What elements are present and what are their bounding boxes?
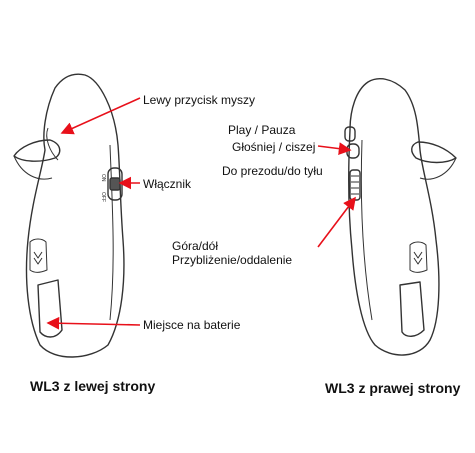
label-battery: Miejsce na baterie [143,318,241,332]
scroll-wheel [349,169,361,201]
battery-latch-arrow [33,251,43,265]
switch-on-mark: ON [100,174,106,182]
caption-left-side: WL3 z lewej strony [30,378,156,394]
right-battery-cover [399,281,425,337]
battery-latch [29,238,48,273]
label-up-down: Góra/dół [172,239,219,253]
caption-right-side: WL3 z prawej strony [325,380,461,396]
arrow-battery [46,316,141,330]
left-device-trigger-groove [46,127,59,161]
left-device-seam [109,144,114,321]
scroll-wheel-ridges [351,175,359,195]
switch-off-mark: OFF [100,192,106,202]
power-switch-knob [109,177,121,191]
label-zoom: Przybliżenie/oddalenie [172,253,293,267]
play-pause-button [344,126,356,142]
right-battery-latch [409,241,428,273]
label-power-switch: Włącznik [143,177,192,191]
label-volume: Głośniej / ciszej [232,140,316,154]
left-device-trigger-lower [13,155,53,180]
left-device-body [25,73,125,358]
callout-arrows [46,97,356,330]
arrow-left-button [60,97,141,135]
left-device: ON OFF [13,73,125,358]
right-device-body [348,78,440,356]
label-play-pause: Play / Pauza [228,123,296,137]
battery-cover [37,279,63,338]
right-battery-latch-arrow [413,251,423,265]
right-device-trigger-lower [419,157,457,180]
right-device-trigger [411,141,457,164]
right-device-seam [360,139,373,321]
label-forward-back: Do prezodu/do tyłu [222,164,323,178]
arrow-volume [317,142,352,155]
arrow-up-down [317,196,356,248]
label-left-button: Lewy przycisk myszy [143,93,256,107]
left-device-mouse-button [13,139,61,162]
right-device [344,78,457,356]
